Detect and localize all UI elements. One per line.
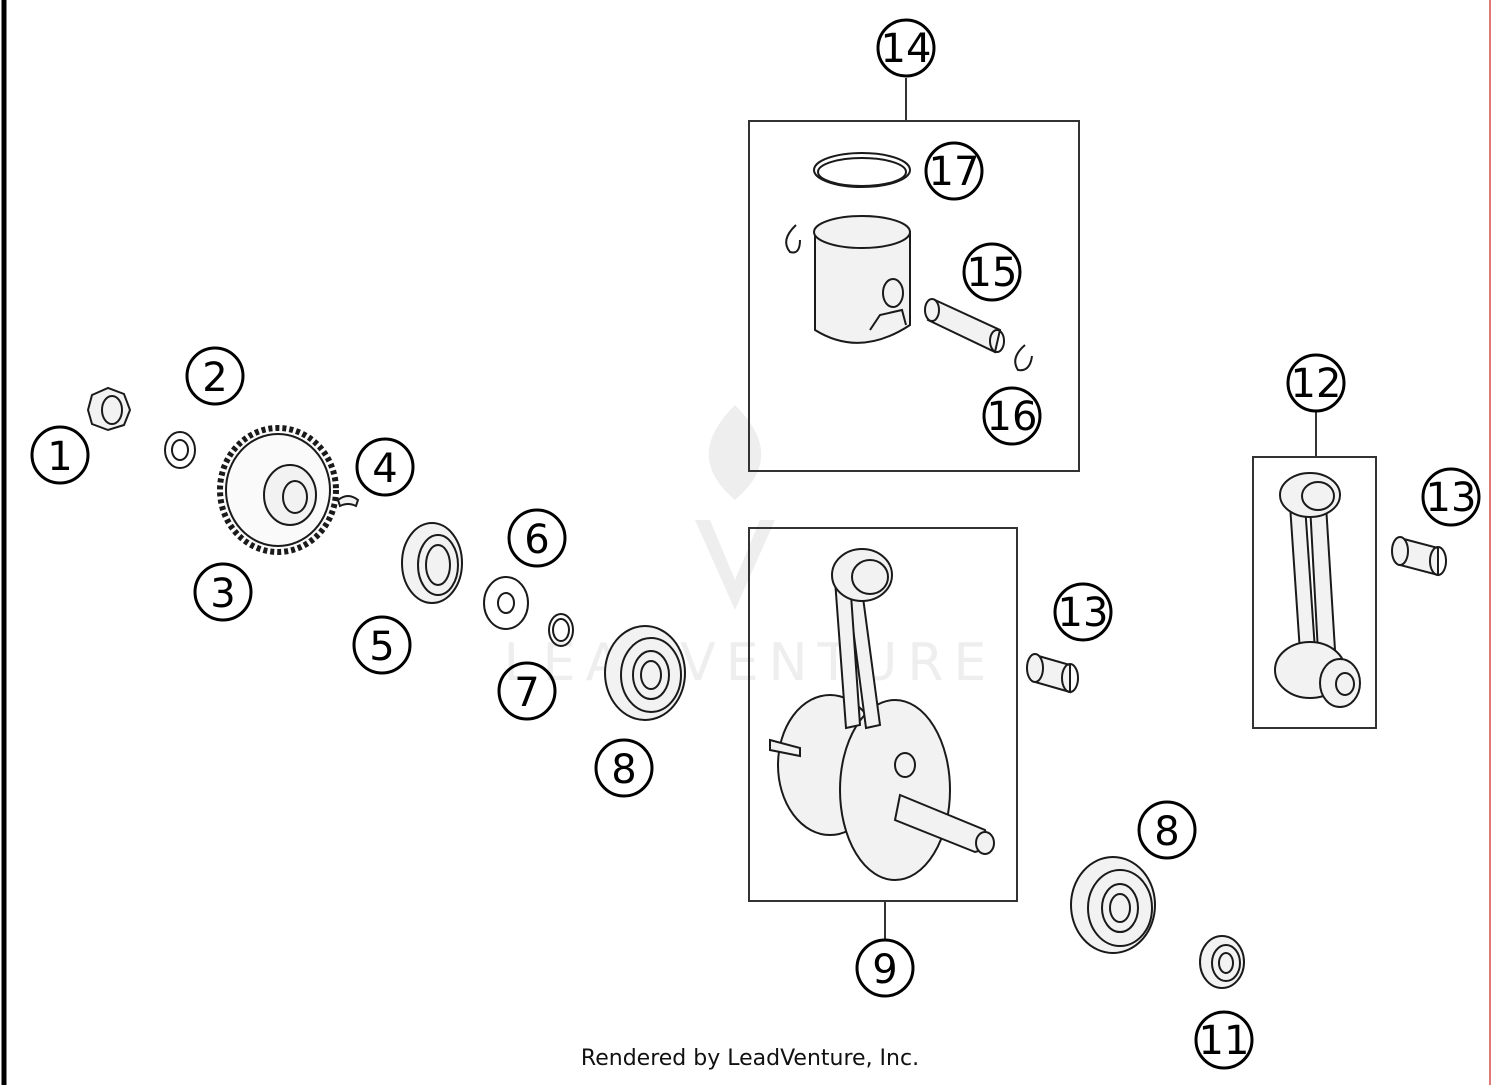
piston-pin-part [924, 298, 1005, 354]
piston-kit-box [748, 120, 1080, 472]
connecting-rod-part [1274, 472, 1361, 708]
callout-1-label: 1 [47, 434, 72, 480]
lock-washer-part [164, 431, 196, 469]
conrod-kit-box [1252, 456, 1377, 729]
callout-13-right: 13 [1421, 467, 1481, 527]
callout-5: 5 [352, 615, 412, 675]
nut-part [86, 386, 132, 432]
callout-13-right-label: 13 [1426, 475, 1477, 521]
callout-16: 16 [982, 386, 1042, 446]
crankshaft-box [748, 527, 1018, 902]
callout-3: 3 [193, 562, 253, 622]
gear-part [217, 425, 339, 555]
piston-part [813, 215, 911, 344]
callout-13-center-label: 13 [1058, 590, 1109, 636]
callout-16-label: 16 [987, 394, 1038, 440]
o-ring-part [548, 613, 574, 647]
callout-8-left: 8 [594, 738, 654, 798]
callout-4-label: 4 [372, 446, 397, 492]
callout-15-label: 15 [967, 250, 1018, 296]
callout-6-label: 6 [524, 517, 549, 563]
callout-1: 1 [30, 425, 90, 485]
watermark-text: LEADVENTURE [504, 633, 997, 693]
callout-9: 9 [855, 938, 915, 998]
callout-8-left-label: 8 [611, 747, 636, 793]
piston-ring-part [813, 152, 911, 188]
callout-11-label: 11 [1199, 1018, 1250, 1064]
leadventure-watermark: LEADVENTURE [504, 405, 997, 693]
callout-12: 12 [1286, 353, 1346, 413]
needle-bearing-center-part [1026, 653, 1079, 694]
callout-14-label: 14 [881, 26, 932, 72]
callout-8-right: 8 [1137, 800, 1197, 860]
callout-15: 15 [962, 242, 1022, 302]
callout-11: 11 [1194, 1010, 1254, 1070]
callout-6: 6 [507, 508, 567, 568]
callout-2-label: 2 [202, 355, 227, 401]
washer-part [483, 576, 529, 630]
callout-17: 17 [924, 141, 984, 201]
circlip-left-part [785, 224, 801, 254]
woodruff-key-part [336, 495, 360, 508]
callout-13-center: 13 [1053, 582, 1113, 642]
callout-9-label: 9 [872, 947, 897, 993]
callout-8-right-label: 8 [1154, 809, 1179, 855]
footer-credit: Rendered by LeadVenture, Inc. [580, 1046, 920, 1071]
callout-12-label: 12 [1291, 361, 1342, 407]
callout-14: 14 [876, 18, 936, 78]
callout-7-label: 7 [514, 670, 539, 716]
small-seal-part [1199, 935, 1245, 989]
callout-3-label: 3 [210, 571, 235, 617]
circlip-right-part [1014, 344, 1033, 372]
callout-2: 2 [185, 346, 245, 406]
bearing-left-part [604, 625, 686, 721]
bearing-right-part [1070, 856, 1156, 954]
callout-7: 7 [497, 661, 557, 721]
callout-5-label: 5 [369, 624, 394, 670]
crankshaft-part [769, 548, 995, 881]
callout-17-label: 17 [929, 149, 980, 195]
seal-part [401, 522, 463, 604]
needle-bearing-right-part [1391, 536, 1447, 577]
callout-4: 4 [355, 437, 415, 497]
